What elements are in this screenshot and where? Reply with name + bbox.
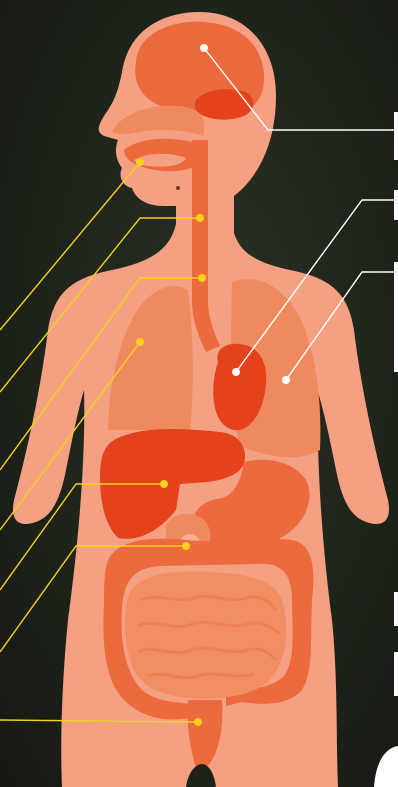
tab-lower-2 — [394, 652, 398, 696]
dot-pancreas — [182, 542, 190, 550]
dot-rectum — [194, 718, 202, 726]
dot-lung — [282, 376, 290, 384]
label-tabs — [394, 112, 398, 696]
corner-circle — [374, 746, 398, 787]
dot-heart — [232, 368, 240, 376]
tab-heart — [394, 190, 398, 220]
tab-lower-1 — [394, 592, 398, 626]
chin-dot — [176, 186, 180, 190]
small-intestine — [125, 571, 286, 698]
dot-mouth — [136, 158, 144, 166]
dot-liver — [136, 338, 144, 346]
dot-stomach — [160, 480, 168, 488]
tab-lung — [394, 262, 398, 372]
dot-brain — [200, 44, 208, 52]
dot-stomach-upper — [198, 274, 206, 282]
dot-esophagus — [196, 214, 204, 222]
tab-brain — [394, 112, 398, 160]
